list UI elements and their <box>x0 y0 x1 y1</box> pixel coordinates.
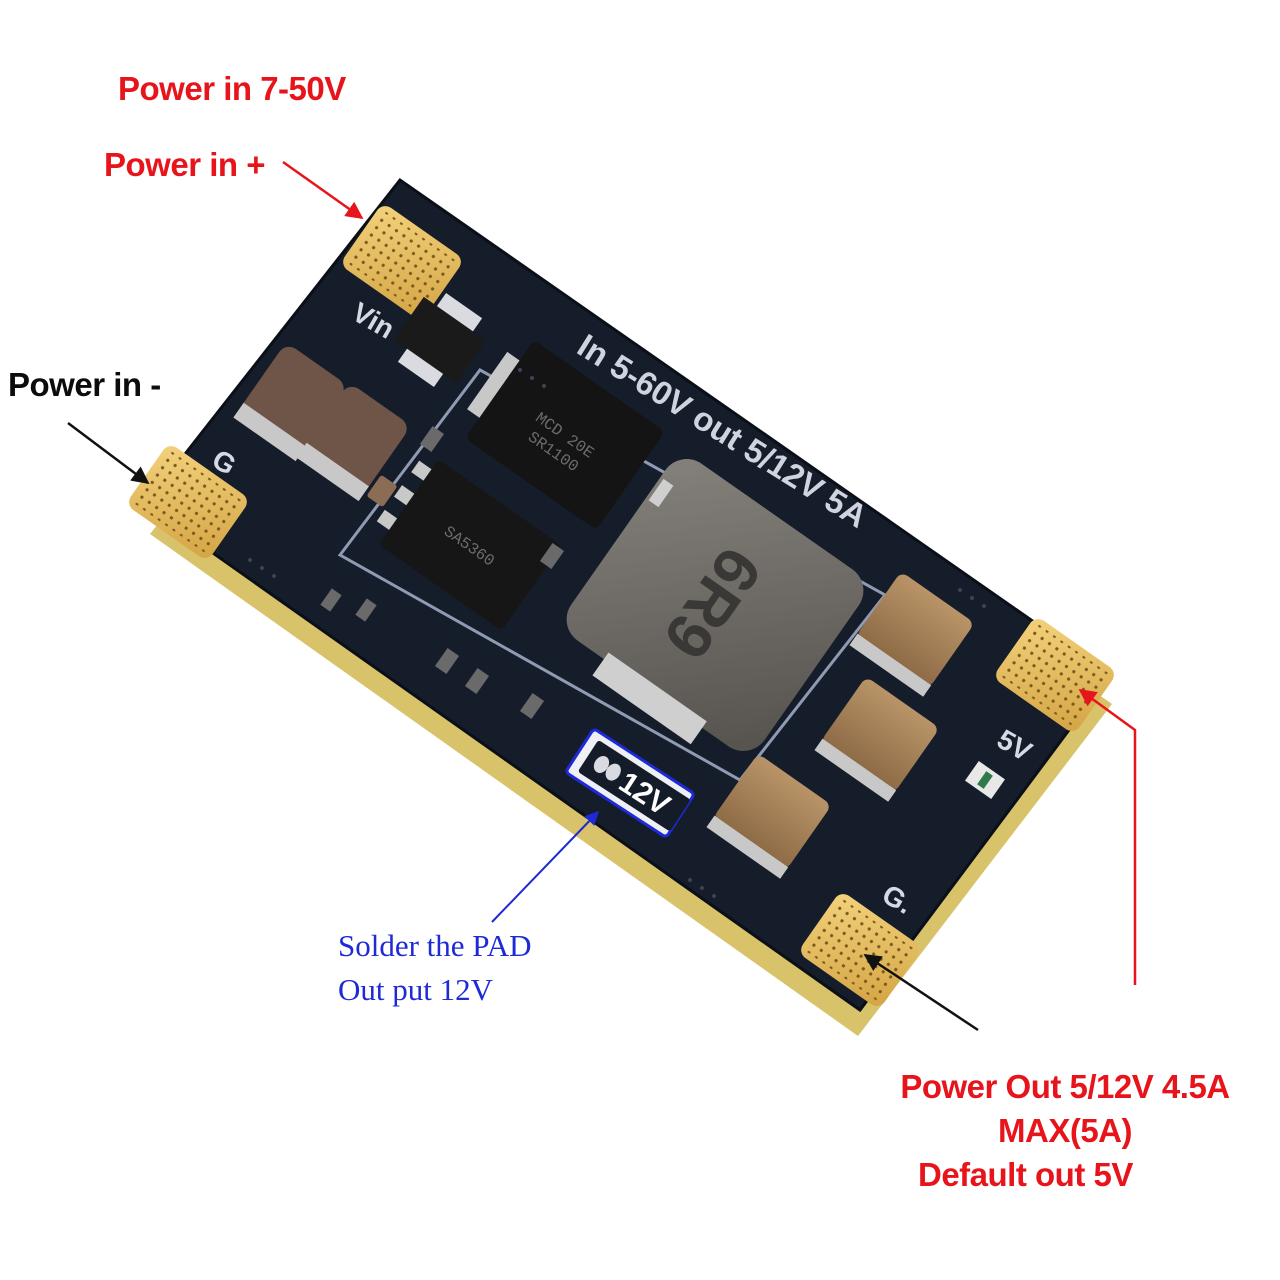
pad-g-left <box>129 446 247 558</box>
controller-ic: SA5360 <box>376 460 560 630</box>
annotation-power-in-minus: Power in - <box>8 366 161 403</box>
arrow-power-in-minus <box>67 422 150 485</box>
pad-g-right <box>801 894 919 1006</box>
annotation-power-out-line1: Power Out 5/12V 4.5A <box>900 1068 1230 1105</box>
status-led <box>965 760 1005 800</box>
via-pattern <box>248 368 986 898</box>
output-capacitor-1 <box>849 574 972 697</box>
output-capacitor-3 <box>706 756 829 879</box>
arrow-power-in-plus <box>282 160 364 220</box>
smd-components <box>320 425 674 720</box>
input-capacitor-2 <box>296 386 407 502</box>
pad-12v-selector: 12V <box>565 728 695 838</box>
annotation-power-in-range: Power in 7-50V <box>118 70 346 107</box>
input-capacitor-1 <box>233 346 344 462</box>
annotation-power-out-line2: MAX(5A) <box>998 1112 1133 1149</box>
diode-component <box>393 292 487 388</box>
annotation-solder-line1: Solder the PAD <box>338 928 532 963</box>
annotation-solder-line2: Out put 12V <box>338 972 493 1007</box>
arrow-solder-pad <box>491 810 599 923</box>
arrow-ground-out <box>863 953 979 1032</box>
annotation-power-out-line3: Default out 5V <box>918 1156 1133 1193</box>
inductor: 6R9 <box>566 459 864 751</box>
pad-vin <box>343 206 461 318</box>
arrow-power-out <box>1078 688 1137 985</box>
annotation-power-in-plus: Power in + <box>104 146 265 183</box>
ic-top: MCD 20E SR1100 <box>467 342 663 528</box>
output-capacitor-2 <box>814 679 937 802</box>
